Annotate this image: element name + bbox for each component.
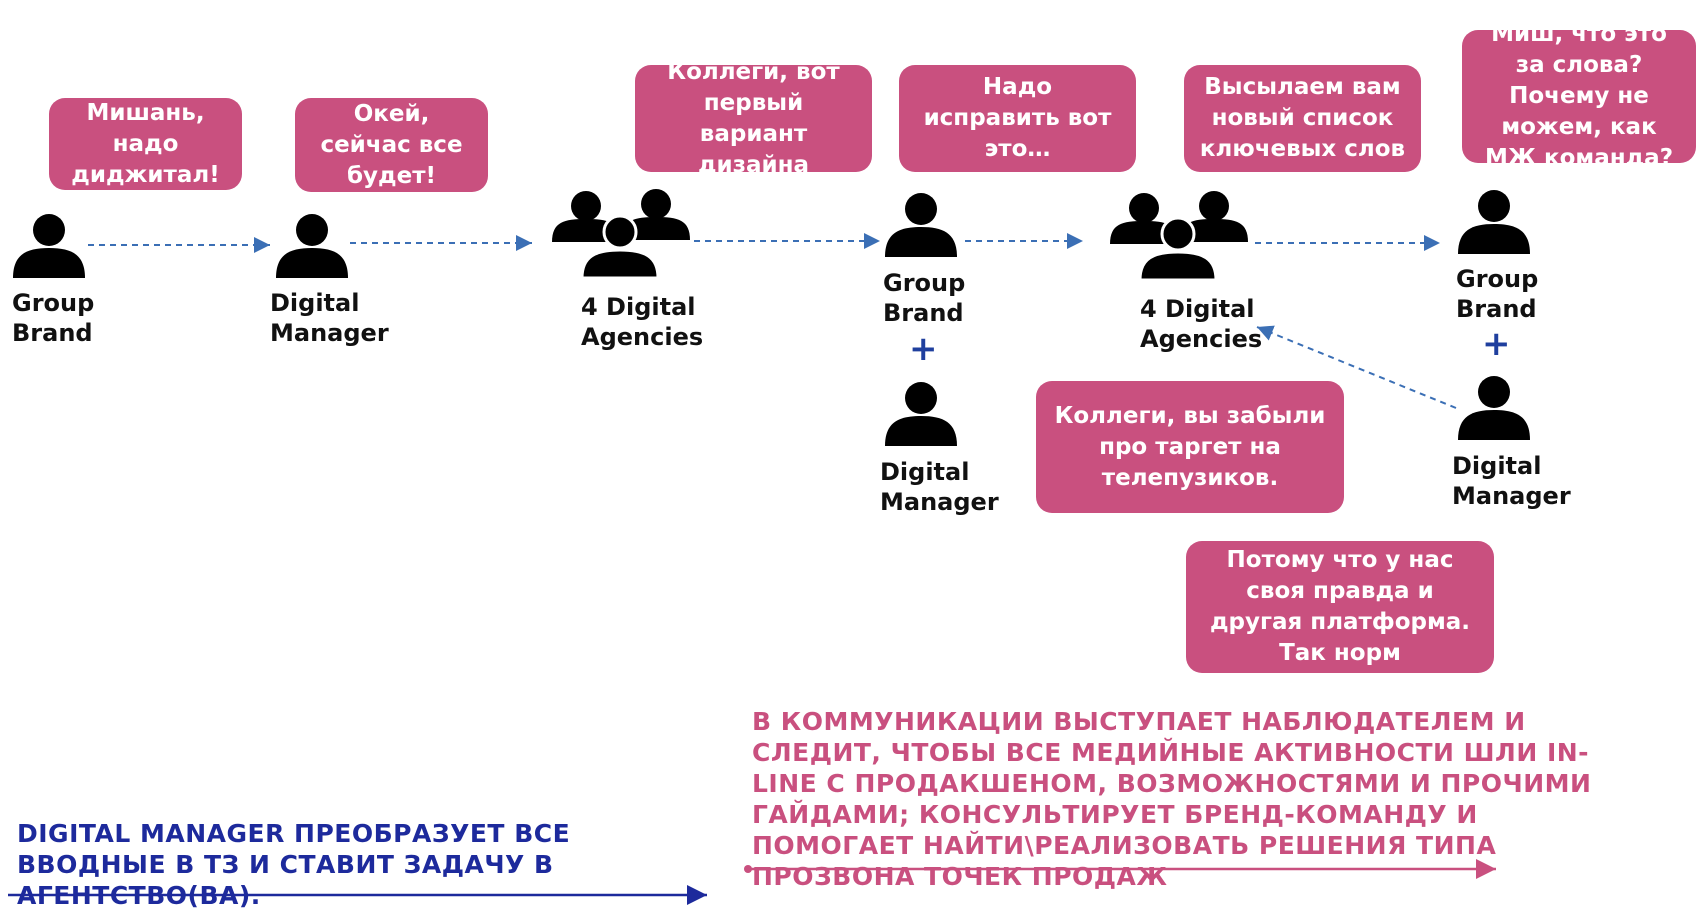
pink-note: В КОММУНИКАЦИИ ВЫСТУПАЕТ НАБЛЮДАТЕЛЕМ И … bbox=[752, 707, 1592, 891]
speech-bubble: Высылаем вам новый список ключевых слов bbox=[1184, 65, 1421, 172]
label-group-brand: Group Brand bbox=[12, 289, 95, 347]
person-icon bbox=[276, 214, 348, 278]
speech-bubble: Коллеги, вот первый вариант дизайна bbox=[635, 59, 872, 178]
blue-note: DIGITAL MANAGER ПРЕОБРАЗУЕТ ВСЕ ВВОДНЫЕ … bbox=[17, 819, 571, 910]
label-digital-manager: Digital Manager bbox=[270, 289, 389, 347]
label-digital-manager: Digital Manager bbox=[880, 458, 999, 516]
plus-sign: + bbox=[1482, 324, 1511, 364]
label-digital-manager: Digital Manager bbox=[1452, 452, 1571, 510]
speech-bubble: Коллеги, вы забыли про таргет на телепуз… bbox=[1036, 381, 1344, 513]
speech-bubble: Мишань, надо диджитал! bbox=[49, 98, 242, 190]
speech-bubble: Миш, что это за слова? Почему не можем, … bbox=[1462, 21, 1696, 171]
group-icon bbox=[1110, 191, 1248, 280]
speech-bubble: Потому что у нас своя правда и другая пл… bbox=[1186, 541, 1494, 673]
label-group-brand: Group Brand bbox=[1456, 265, 1539, 323]
person-icon bbox=[1458, 190, 1530, 254]
person-icon bbox=[13, 214, 85, 278]
label-agencies: 4 Digital Agencies bbox=[1140, 295, 1263, 353]
group-icon bbox=[552, 189, 690, 278]
label-group-brand: Group Brand bbox=[883, 269, 966, 327]
person-icon bbox=[885, 193, 957, 257]
label-agencies: 4 Digital Agencies bbox=[581, 293, 704, 351]
person-icon bbox=[1458, 376, 1530, 440]
person-icon bbox=[885, 382, 957, 446]
speech-bubble: Надо исправить вот это… bbox=[899, 65, 1136, 172]
plus-sign: + bbox=[909, 329, 938, 369]
arrow-manager-to-agencies-2 bbox=[1256, 325, 1457, 409]
speech-bubble: Окей, сейчас все будет! bbox=[295, 98, 488, 192]
